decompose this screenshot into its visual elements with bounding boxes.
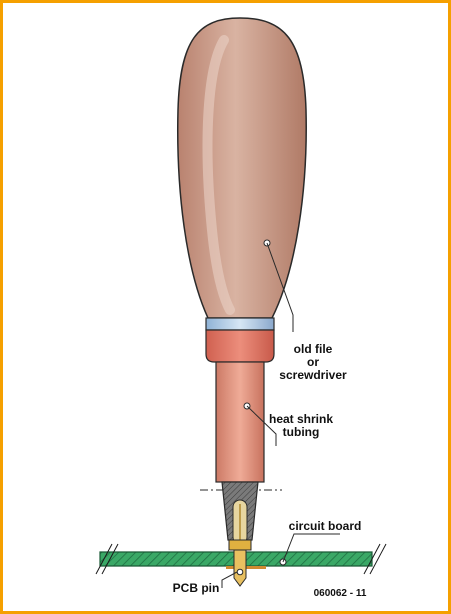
pin-label: PCB pin xyxy=(173,581,220,595)
heat-shrink-shaft xyxy=(216,362,264,482)
handle-label-line1: old file xyxy=(294,342,333,356)
handle-label-line3: screwdriver xyxy=(279,368,347,382)
pcb-pin-collar xyxy=(229,540,251,550)
handle-label-line2: or xyxy=(307,355,319,369)
figure-id-label: 060062 - 11 xyxy=(314,588,367,599)
tubing-label-line2: tubing xyxy=(283,425,320,439)
pcb-pin xyxy=(234,550,246,586)
handle-body xyxy=(178,18,306,318)
board-label: circuit board xyxy=(289,519,362,533)
pin-callout-dot xyxy=(237,569,243,575)
handle-collar xyxy=(206,330,274,362)
ferrule-band xyxy=(206,318,274,330)
tubing-label-line1: heat shrink xyxy=(269,412,333,426)
